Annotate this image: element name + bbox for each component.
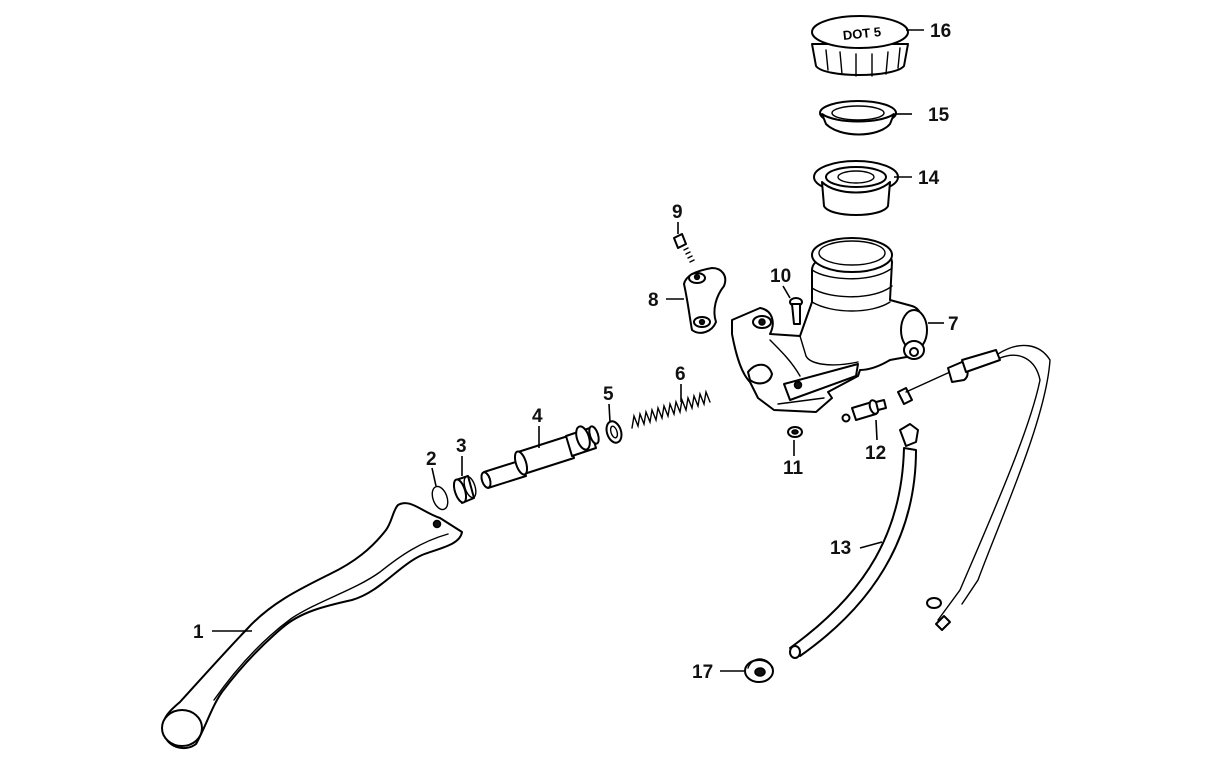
part-3-sleeve — [452, 475, 477, 504]
part-15-diaphragm-plate — [819, 100, 897, 136]
part-11-washer — [787, 426, 803, 438]
part-6-spring — [631, 389, 711, 429]
callout-3: 3 — [456, 436, 467, 457]
callout-9: 9 — [672, 202, 683, 223]
part-14-diaphragm — [813, 160, 899, 216]
part-5-seal-ring — [605, 420, 623, 444]
callout-1: 1 — [193, 622, 204, 643]
part-16-reservoir-cap: DOT 5 — [811, 15, 909, 77]
part-4-piston — [480, 425, 600, 489]
part-10-screw — [789, 297, 803, 325]
callout-17: 17 — [692, 662, 713, 683]
callout-10: 10 — [770, 266, 791, 287]
callout-14: 14 — [918, 168, 940, 189]
callout-5: 5 — [603, 384, 614, 405]
callout-8: 8 — [648, 290, 659, 311]
part-2-circlip — [431, 485, 449, 511]
callout-7: 7 — [948, 314, 959, 335]
part-8-clamp — [683, 267, 727, 334]
part-17-cap-nut — [744, 658, 774, 683]
callout-6: 6 — [675, 364, 686, 385]
part-9-screw — [673, 233, 695, 263]
callout-4: 4 — [532, 406, 543, 427]
part-1-clutch-lever — [161, 502, 463, 750]
part-13-hose — [789, 423, 919, 659]
callout-11: 11 — [783, 458, 804, 479]
leader-lines — [212, 29, 944, 672]
callout-labels: 1 2 3 4 5 6 7 8 9 10 11 12 13 14 15 16 1… — [193, 21, 959, 683]
part-12-clutch-switch — [841, 344, 1051, 631]
callout-15: 15 — [928, 105, 950, 126]
callout-16: 16 — [930, 21, 951, 42]
callout-12: 12 — [865, 443, 886, 464]
cap-marking: DOT 5 — [842, 24, 882, 43]
callout-13: 13 — [830, 538, 851, 559]
part-7-master-cylinder-body — [731, 237, 928, 413]
callout-2: 2 — [426, 449, 437, 470]
